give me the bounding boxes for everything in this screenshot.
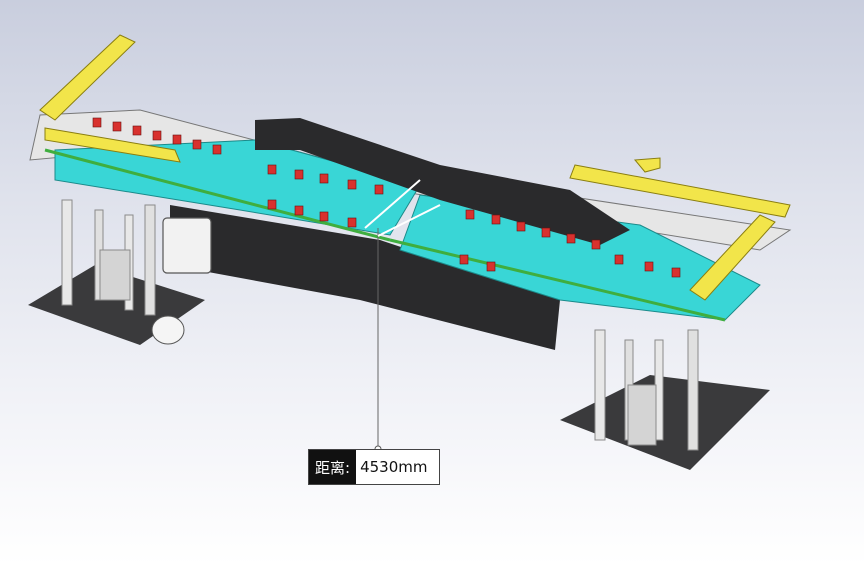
right-yellow-arm bbox=[689, 214, 776, 301]
left-yellow-beam bbox=[44, 127, 181, 163]
measurement-callout: 距离: 4530mm bbox=[308, 449, 441, 485]
green-rail-left bbox=[44, 148, 391, 242]
right-base-plate bbox=[560, 375, 770, 470]
control-box bbox=[162, 217, 212, 274]
red-fixtures bbox=[92, 117, 681, 278]
measurement-point-a bbox=[364, 179, 421, 229]
right-yellow-hook bbox=[633, 157, 661, 173]
left-yellow-arm bbox=[39, 34, 136, 121]
green-rail-right bbox=[389, 238, 726, 322]
right-stand bbox=[594, 329, 699, 451]
measurement-label: 距离: bbox=[309, 450, 357, 484]
left-stand bbox=[61, 199, 156, 316]
measurement-value: 4530mm bbox=[360, 458, 428, 476]
right-yellow-beam bbox=[569, 164, 791, 218]
lower-conveyor-belt bbox=[170, 205, 560, 350]
measurement-point-b bbox=[377, 204, 441, 237]
top-conveyor-belt bbox=[255, 118, 630, 245]
motor bbox=[151, 315, 185, 345]
